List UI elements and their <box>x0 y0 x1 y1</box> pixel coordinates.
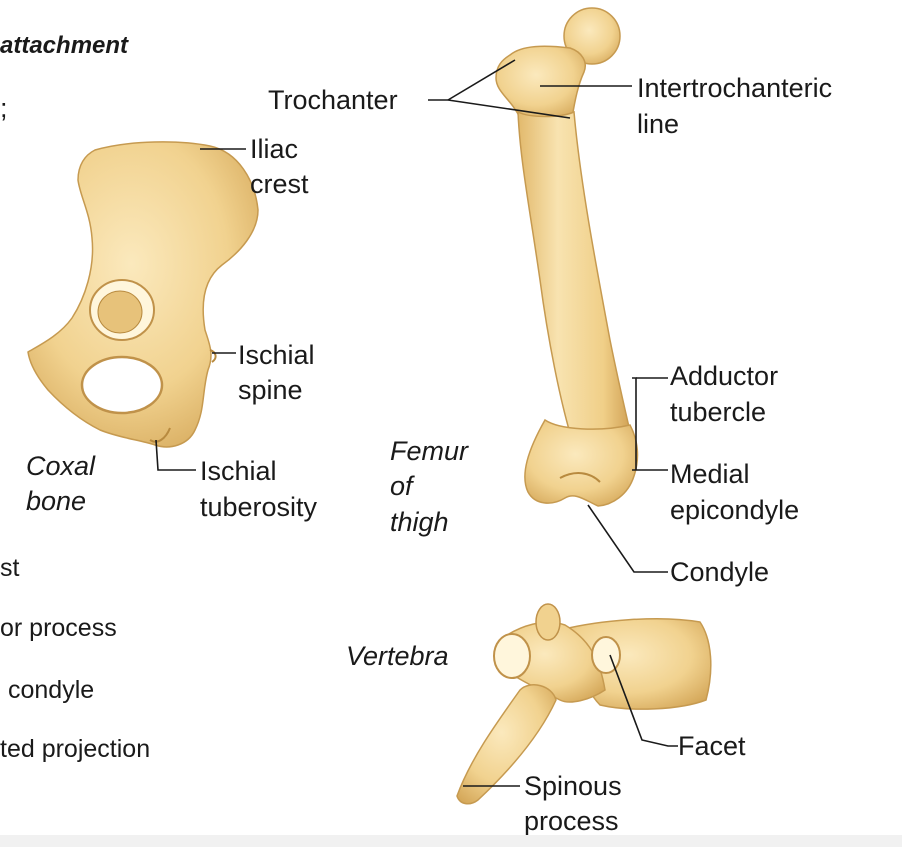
coxal-bone-shape <box>27 141 259 448</box>
caption-femur-1: Femur <box>390 436 469 466</box>
semicolon-fragment: ; <box>0 93 8 123</box>
label-adductor-2: tubercle <box>670 397 767 427</box>
label-intertrochanteric-1: Intertrochanteric <box>637 73 833 103</box>
label-medial-epicondyle-1: Medial <box>670 459 750 489</box>
heading-fragment: attachment <box>0 32 129 59</box>
label-ischial-tuberosity-1: Ischial <box>200 456 277 486</box>
list-item-crest: st <box>0 554 20 582</box>
list-item-condyle: condyle <box>8 676 95 704</box>
label-iliac-crest-2: crest <box>250 169 309 199</box>
label-spinous-2: process <box>524 806 619 836</box>
label-intertrochanteric-2: line <box>637 109 680 139</box>
caption-coxal-1: Coxal <box>26 451 96 481</box>
label-iliac-crest-1: Iliac <box>250 134 299 164</box>
label-ischial-spine-2: spine <box>238 375 303 405</box>
label-medial-epicondyle-2: epicondyle <box>670 495 800 525</box>
label-spinous-1: Spinous <box>524 771 622 801</box>
label-ischial-spine-1: Ischial <box>238 340 315 370</box>
caption-coxal-2: bone <box>26 486 87 516</box>
label-condyle: Condyle <box>670 557 770 587</box>
label-adductor-1: Adductor <box>670 361 779 391</box>
bottom-strip <box>0 835 902 847</box>
label-facet: Facet <box>678 731 746 761</box>
list-item-projection: ted projection <box>0 735 151 763</box>
label-trochanter: Trochanter <box>268 85 398 115</box>
list-item-process: or process <box>0 614 117 642</box>
vertebra-shape <box>456 603 712 805</box>
leader-lines <box>155 59 678 787</box>
caption-vertebra: Vertebra <box>346 641 449 671</box>
femur-shape <box>495 7 639 507</box>
caption-femur-2: of <box>390 471 413 501</box>
caption-femur-3: thigh <box>390 507 449 537</box>
label-ischial-tuberosity-2: tuberosity <box>200 492 318 522</box>
